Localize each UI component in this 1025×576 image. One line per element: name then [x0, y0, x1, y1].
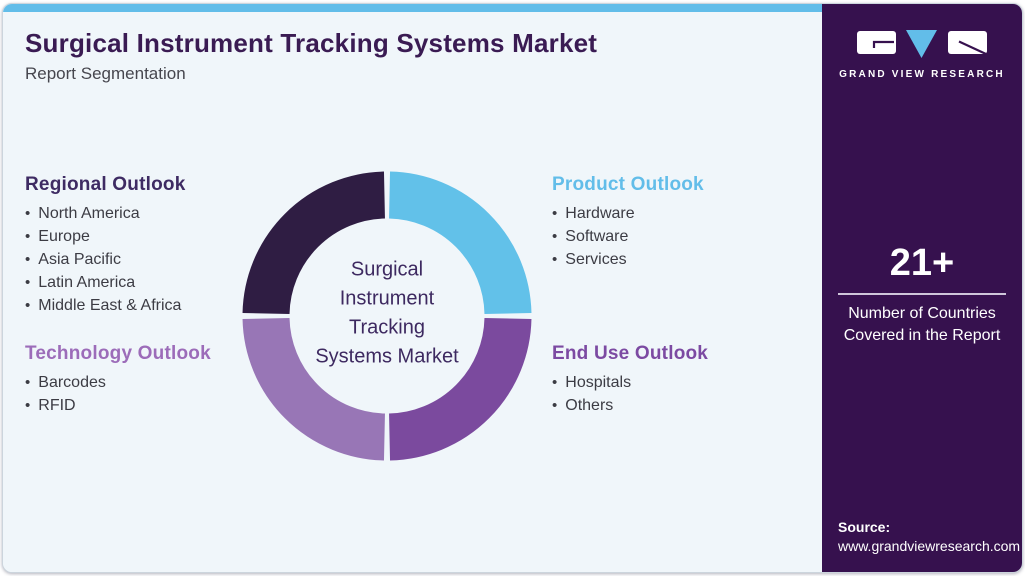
section-items: •Hospitals•Others [552, 371, 777, 417]
list-item: •Software [552, 225, 777, 248]
list-item: •Hospitals [552, 371, 777, 394]
header: Surgical Instrument Tracking Systems Mar… [25, 28, 597, 84]
bullet-icon: • [552, 374, 558, 391]
bullet-icon: • [25, 297, 31, 314]
section-end-use-outlook: End Use Outlook •Hospitals•Others [552, 343, 777, 417]
section-items: •North America•Europe•Asia Pacific•Latin… [25, 202, 250, 317]
stat-value: 21+ [889, 242, 955, 284]
bullet-icon: • [552, 205, 558, 222]
main-area: Surgical Instrument Tracking Systems Mar… [3, 4, 822, 572]
section-regional-outlook: Regional Outlook •North America•Europe•A… [25, 174, 250, 317]
section-items: •Hardware•Software•Services [552, 202, 777, 271]
source-url: www.grandviewresearch.com [838, 538, 1021, 554]
donut-center-line: Systems Market [315, 345, 459, 368]
segmentation-donut: Surgical Instrument Tracking Systems Mar… [237, 166, 537, 466]
donut-segment-technology [242, 317, 386, 461]
source-block: Source: www.grandviewresearch.com [838, 519, 1020, 554]
list-item: •Latin America [25, 271, 250, 294]
sidebar: GRAND VIEW RESEARCH 21+ Number of Countr… [822, 4, 1022, 572]
list-item: •Others [552, 394, 777, 417]
donut-segment-product [388, 171, 532, 315]
donut-center-label: Surgical Instrument Tracking Systems Mar… [292, 256, 482, 372]
bullet-icon: • [552, 251, 558, 268]
bullet-icon: • [25, 374, 31, 391]
list-item: •Hardware [552, 202, 777, 225]
section-technology-outlook: Technology Outlook •Barcodes•RFID [25, 343, 250, 417]
bullet-icon: • [25, 228, 31, 245]
stat-label: Number of Countries Covered in the Repor… [843, 305, 1001, 344]
donut-center-line: Surgical [350, 258, 424, 281]
brand-logo: GRAND VIEW RESEARCH [822, 30, 1022, 80]
gvr-logo-icon [857, 30, 987, 58]
list-item: •North America [25, 202, 250, 225]
section-title: Regional Outlook [25, 174, 186, 195]
report-card: Surgical Instrument Tracking Systems Mar… [2, 3, 1023, 573]
section-items: •Barcodes•RFID [25, 371, 250, 417]
stat-divider [838, 293, 1006, 295]
list-item: •RFID [25, 394, 250, 417]
bullet-icon: • [552, 228, 558, 245]
bullet-icon: • [25, 251, 31, 268]
list-item: •Europe [25, 225, 250, 248]
donut-chart-svg [242, 171, 532, 461]
section-product-outlook: Product Outlook •Hardware•Software•Servi… [552, 174, 777, 271]
list-item: •Asia Pacific [25, 248, 250, 271]
donut-center-line: Instrument [339, 287, 435, 310]
page-subtitle: Report Segmentation [25, 64, 186, 83]
brand-name: GRAND VIEW RESEARCH [839, 69, 1005, 80]
bullet-icon: • [25, 397, 31, 414]
list-item: •Middle East & Africa [25, 294, 250, 317]
top-accent-bar [3, 4, 822, 12]
donut-segment-end_use [388, 317, 532, 461]
bullet-icon: • [25, 205, 31, 222]
source-label: Source: [838, 519, 891, 535]
bullet-icon: • [552, 397, 558, 414]
countries-stat: 21+ Number of Countries Covered in the R… [822, 242, 1022, 347]
list-item: •Services [552, 248, 777, 271]
bullet-icon: • [25, 274, 31, 291]
section-title: End Use Outlook [552, 343, 709, 364]
donut-center-line: Tracking [349, 316, 425, 339]
list-item: •Barcodes [25, 371, 250, 394]
donut-segment-regional [242, 171, 386, 315]
section-title: Product Outlook [552, 174, 704, 195]
page-title: Surgical Instrument Tracking Systems Mar… [25, 28, 598, 58]
section-title: Technology Outlook [25, 343, 211, 364]
